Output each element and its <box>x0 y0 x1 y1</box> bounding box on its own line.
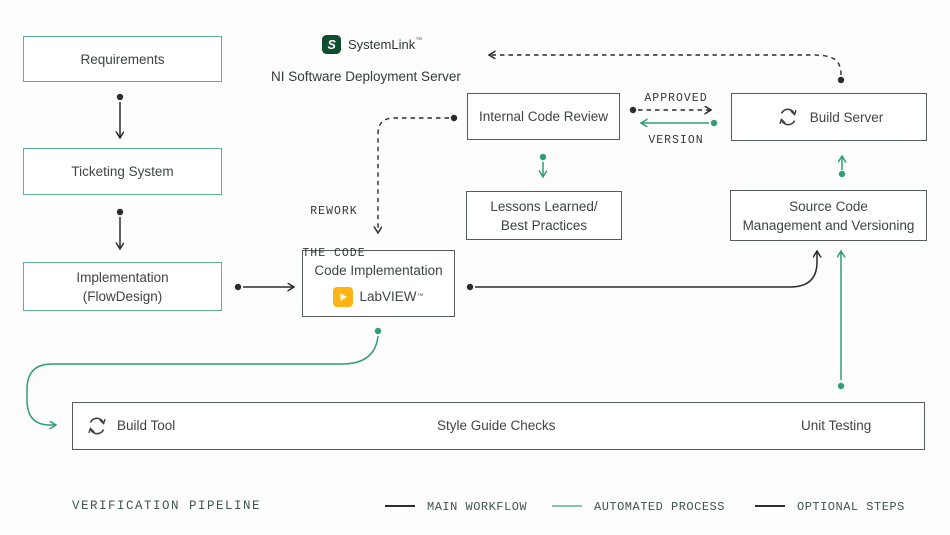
connector-implementation-to-code-implementation <box>234 284 294 290</box>
connector-code-implementation-to-source-code <box>466 251 817 291</box>
legend-title: VERIFICATION PIPELINE <box>72 499 262 513</box>
node-build-server: Build Server <box>731 93 927 141</box>
node-ticketing-system: Ticketing System <box>23 148 222 195</box>
node-requirements: Requirements <box>23 36 222 82</box>
node-build-tool-label: Build Tool <box>117 418 176 433</box>
approved-version-annotation: APPROVED VERSION <box>616 64 736 176</box>
legend-item-main-workflow: MAIN WORKFLOW <box>427 500 528 514</box>
node-source-code-line2: Management and Versioning <box>742 217 915 233</box>
systemlink-trademark: ™ <box>415 37 423 44</box>
deployment-server-label: NI Software Deployment Server <box>271 69 461 84</box>
rework-line1: REWORK <box>310 205 358 218</box>
verification-pipeline-box <box>72 402 925 450</box>
approved-version-line2: VERSION <box>648 134 704 147</box>
node-lessons-learned: Lessons Learned/ Best Practices <box>466 191 622 240</box>
connector-ticketing-to-implementation <box>117 208 123 249</box>
labview-trademark: ™ <box>416 293 424 300</box>
labview-badge: LabVIEW™ <box>333 286 424 307</box>
connector-source-code-to-build-server-green <box>839 156 845 178</box>
systemlink-icon: S <box>322 35 341 54</box>
connector-requirements-to-ticketing <box>117 93 123 138</box>
rework-annotation: REWORK THE CODE <box>294 177 374 289</box>
systemlink-brand: S SystemLink™ <box>322 35 422 54</box>
labview-label: LabVIEW™ <box>359 289 424 304</box>
node-internal-code-review: Internal Code Review <box>467 93 620 140</box>
rework-line2: THE CODE <box>302 247 366 260</box>
node-requirements-label: Requirements <box>80 51 165 67</box>
node-style-guide-checks-label: Style Guide Checks <box>437 418 556 433</box>
approved-version-line1: APPROVED <box>644 92 708 105</box>
node-implementation-line2: (FlowDesign) <box>82 288 163 304</box>
node-code-implementation-label: Code Implementation <box>314 262 443 278</box>
connector-code-review-to-lessons-green <box>540 153 546 177</box>
refresh-cycle-icon <box>775 108 801 126</box>
labview-icon <box>333 286 354 307</box>
node-source-code-management: Source Code Management and Versioning <box>730 190 927 241</box>
node-unit-testing-label: Unit Testing <box>801 418 872 433</box>
legend-item-optional-steps: OPTIONAL STEPS <box>797 500 905 514</box>
refresh-cycle-icon <box>84 417 110 435</box>
connector-code-review-to-code-implementation-rework-dashed <box>378 114 458 233</box>
node-lessons-learned-line1: Lessons Learned/ <box>490 198 598 214</box>
node-code-implementation: Code Implementation LabVIEW™ <box>302 250 455 317</box>
node-implementation-line1: Implementation <box>76 269 169 285</box>
node-lessons-learned-line2: Best Practices <box>500 217 588 233</box>
node-implementation: Implementation (FlowDesign) <box>23 262 222 311</box>
node-ticketing-system-label: Ticketing System <box>71 164 174 179</box>
node-build-server-label: Build Server <box>809 109 884 125</box>
systemlink-label: SystemLink™ <box>348 37 423 52</box>
node-internal-code-review-label: Internal Code Review <box>478 109 609 124</box>
node-source-code-line1: Source Code <box>789 198 868 214</box>
connector-unit-testing-to-source-code-green <box>838 251 844 390</box>
svg-text:S: S <box>328 38 337 52</box>
legend-item-automated-process: AUTOMATED PROCESS <box>594 500 725 514</box>
